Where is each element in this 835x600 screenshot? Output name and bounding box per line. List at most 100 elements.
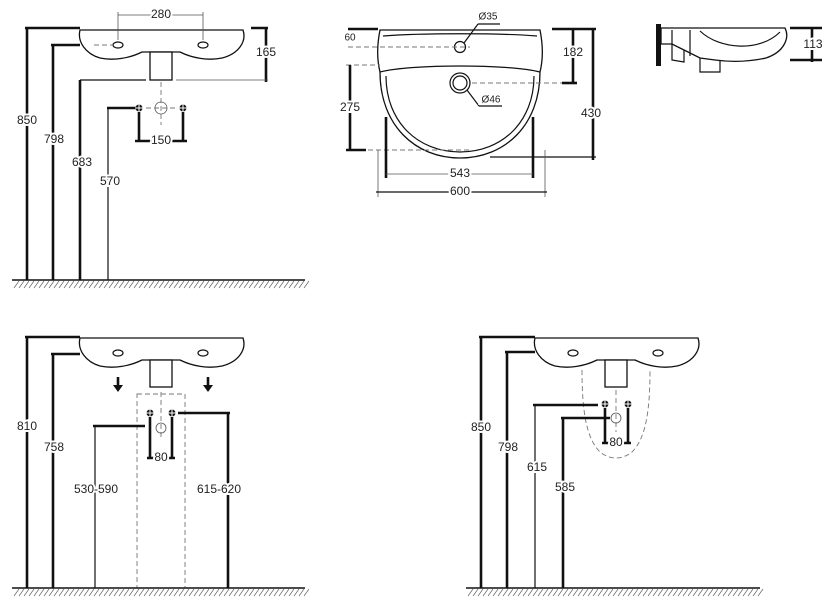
hatch-line [253, 588, 260, 597]
hatch-line [492, 588, 499, 597]
hatch-line [33, 588, 40, 597]
dim-tap-hole-diameter: Ø35 [479, 12, 498, 23]
hatch-line [133, 280, 140, 289]
hatch-line [153, 588, 160, 597]
dim-supply-height: 615 [527, 460, 547, 474]
dim-right-supply: 615-620 [197, 482, 241, 496]
dim-side-height: 113 [803, 37, 822, 51]
hatch-line [133, 588, 140, 597]
dim-total-height: 850 [471, 420, 491, 434]
hatch-line [642, 588, 649, 597]
hatch-line [617, 588, 624, 597]
hatch-line [757, 588, 764, 597]
hatch-line [577, 588, 584, 597]
hatch-line [218, 280, 225, 289]
hatch-line [552, 588, 559, 597]
hatch-line [667, 588, 674, 597]
hatch-line [173, 280, 180, 289]
hatch-line [742, 588, 749, 597]
hatch-line [153, 280, 160, 289]
hatch-line [113, 280, 120, 289]
hatch-line [657, 588, 664, 597]
hatch-line [113, 588, 120, 597]
hatch-line [497, 588, 504, 597]
hatch-line [233, 588, 240, 597]
hatch-line [652, 588, 659, 597]
hatch-line [537, 588, 544, 597]
hatch-line [43, 280, 50, 289]
hatch-line [637, 588, 644, 597]
dim-waste-diameter: Ø46 [482, 95, 501, 106]
dim-bowl-width: 543 [450, 166, 470, 180]
dim-waste-offset: 182 [563, 45, 583, 59]
hatch-line [123, 588, 130, 597]
hatch-line [33, 280, 40, 289]
hatch-line [218, 588, 225, 597]
hatch-line [707, 588, 714, 597]
dim-left-supply: 530-590 [74, 482, 118, 496]
hatch-line [263, 588, 270, 597]
hatch-line [53, 588, 60, 597]
hatch-line [592, 588, 599, 597]
hatch-line [243, 280, 250, 289]
hatch-line [303, 280, 310, 289]
hatch-line [582, 588, 589, 597]
hatch-line [737, 588, 744, 597]
hatch-line [487, 588, 494, 597]
hatch-line [263, 280, 270, 289]
hatch-line [23, 588, 30, 597]
hatch-line [18, 280, 25, 289]
supply-valve-left [135, 104, 143, 112]
hatch-line [158, 588, 165, 597]
hatch-line [273, 588, 280, 597]
hatch-line [88, 588, 95, 597]
hatch-line [557, 588, 564, 597]
hatch-line [298, 280, 305, 289]
hatch-line [108, 280, 115, 289]
hatch-line [587, 588, 594, 597]
dim-basin-height: 165 [256, 45, 276, 59]
front-view-wall-mount: 280 165 850 798 683 570 150 [12, 5, 310, 289]
basin-front-outline [533, 337, 700, 388]
hatch-line [168, 588, 175, 597]
front-view-half-pedestal: 810 758 530-590 615-620 80 [12, 335, 310, 597]
hatch-line [223, 588, 230, 597]
hatch-line [228, 588, 235, 597]
hatch-line [293, 280, 300, 289]
hatch-line [622, 588, 629, 597]
hatch-line [727, 588, 734, 597]
hatch-line [138, 280, 145, 289]
supply-valve-right [624, 400, 632, 408]
hatch-line [223, 280, 230, 289]
hatch-line [88, 280, 95, 289]
hatch-line [138, 588, 145, 597]
hatch-line [83, 588, 90, 597]
hatch-line [208, 588, 215, 597]
hatch-line [268, 280, 275, 289]
hatch-line [627, 588, 634, 597]
hatch-line [233, 280, 240, 289]
front-view-wall-pedestal: 850 798 615 585 80 [466, 335, 764, 597]
hatch-line [43, 588, 50, 597]
hatch-line [38, 280, 45, 289]
hatch-line [472, 588, 479, 597]
hatch-line [672, 588, 679, 597]
hatch-line [572, 588, 579, 597]
hatch-line [203, 280, 210, 289]
hatch-line [677, 588, 684, 597]
hatch-line [28, 280, 35, 289]
hatch-line [158, 280, 165, 289]
hatch-line [198, 588, 205, 597]
dim-total-depth: 430 [581, 106, 601, 120]
hatch-line [188, 280, 195, 289]
hatch-line [143, 280, 150, 289]
hatch-line [103, 280, 110, 289]
hatch-line [38, 588, 45, 597]
hatch-line [193, 588, 200, 597]
hatch-line [123, 280, 130, 289]
hatch-line [228, 280, 235, 289]
hatch-line [717, 588, 724, 597]
basin-top-outline [377, 29, 543, 159]
